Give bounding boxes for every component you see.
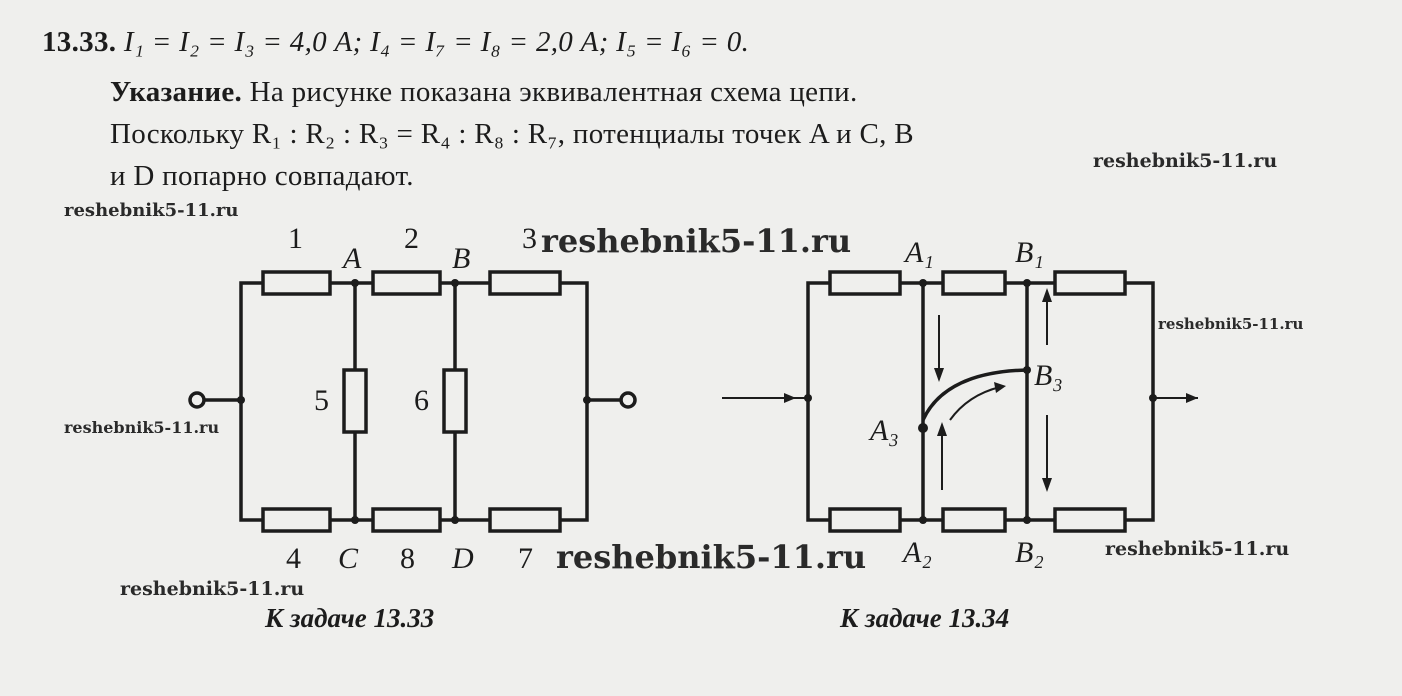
hint-line-2: Поскольку R₁ : R₂ : R₃ = R₄ : R₈ : R₇, п… [110,118,914,150]
answer-line: 13.33. I₁ = I₂ = I₃ = 4,0 А; I₄ = I₇ = I… [42,26,749,59]
node-a1: A₁ [903,236,934,269]
watermark: reshebnik5-11.ru [556,538,867,576]
label-r1: 1 [288,222,303,255]
wire [806,281,1155,522]
resistor-7 [488,507,562,533]
wire [330,281,589,522]
arrowhead [994,382,1006,393]
hint-line-1: Указание. На рисунке показана эквивалент… [110,76,858,109]
watermark: reshebnik5-11.ru [64,200,239,221]
resistor-2 [371,270,442,296]
junction-dot [237,396,245,404]
answer-formula: I₁ = I₂ = I₃ = 4,0 А; I₄ = I₇ = I₈ = 2,0… [123,26,750,58]
node-b1: B₁ [1015,236,1044,269]
junction-dot [804,394,812,402]
junction-dot [919,516,927,524]
label-r5: 5 [314,384,329,417]
current-arrow-curved [949,386,1001,421]
hint-text-1: На рисунке показана эквивалентная схема … [249,76,858,108]
label-r8: 8 [400,542,415,575]
problem-number: 13.33. [42,26,117,58]
hint-line-3: и D попарно совпадают. [110,160,414,192]
resistor [1053,270,1127,296]
junction-dot [451,516,459,524]
label-r4: 4 [286,542,301,575]
node-d: D [451,542,474,575]
junction-dot [1023,366,1031,374]
wire-a3-b3 [921,368,1028,421]
node-a: A [341,242,362,275]
node-c: C [338,542,359,575]
junction-dot [1023,279,1031,287]
watermark: reshebnik5-11.ru [120,578,305,600]
watermark: reshebnik5-11.ru [1105,538,1290,560]
resistor [941,507,1007,533]
wire [353,283,457,520]
label-r6: 6 [414,384,429,417]
node-b3: B₃ [1034,359,1063,392]
resistor [1053,507,1127,533]
node-a3: A₃ [868,414,899,447]
junction-dot [451,279,459,287]
junction-dot [919,279,927,287]
junction-dot [351,279,359,287]
watermark: reshebnik5-11.ru [541,222,852,260]
node-a2: A₂ [901,536,932,569]
arrowhead [934,368,944,382]
resistor-1 [261,270,332,296]
label-r2: 2 [404,222,419,255]
resistor-3 [488,270,562,296]
caption-13-34: К задаче 13.34 [840,603,1010,633]
resistor [828,507,902,533]
label-r7: 7 [518,542,533,575]
junction-dot [351,516,359,524]
resistor-5 [342,368,368,434]
arrowhead [1042,288,1052,302]
arrowhead [784,393,796,403]
node-b: B [452,242,470,275]
watermark: reshebnik5-11.ru [1093,150,1278,172]
watermark: reshebnik5-11.ru [64,418,220,437]
hint-label: Указание. [110,76,243,108]
resistor-4 [261,507,332,533]
arrowhead [937,422,947,436]
junction-dot [583,396,591,404]
junction-dot [1023,516,1031,524]
resistor [941,270,1007,296]
watermark: reshebnik5-11.ru [1158,315,1304,333]
node-b2: B₂ [1015,536,1044,569]
resistor-8 [371,507,442,533]
arrowhead [1186,393,1198,403]
wire [921,283,1029,520]
junction-dot [918,423,928,433]
circuit-13-34 [722,270,1198,533]
resistor [828,270,902,296]
resistor-6 [442,368,468,434]
label-r3: 3 [522,222,537,255]
output-terminal [619,391,637,409]
input-terminal [188,391,206,409]
arrowhead [1042,478,1052,492]
junction-dot [1149,394,1157,402]
circuit-13-33 [188,270,637,533]
caption-13-33: К задаче 13.33 [265,603,435,633]
